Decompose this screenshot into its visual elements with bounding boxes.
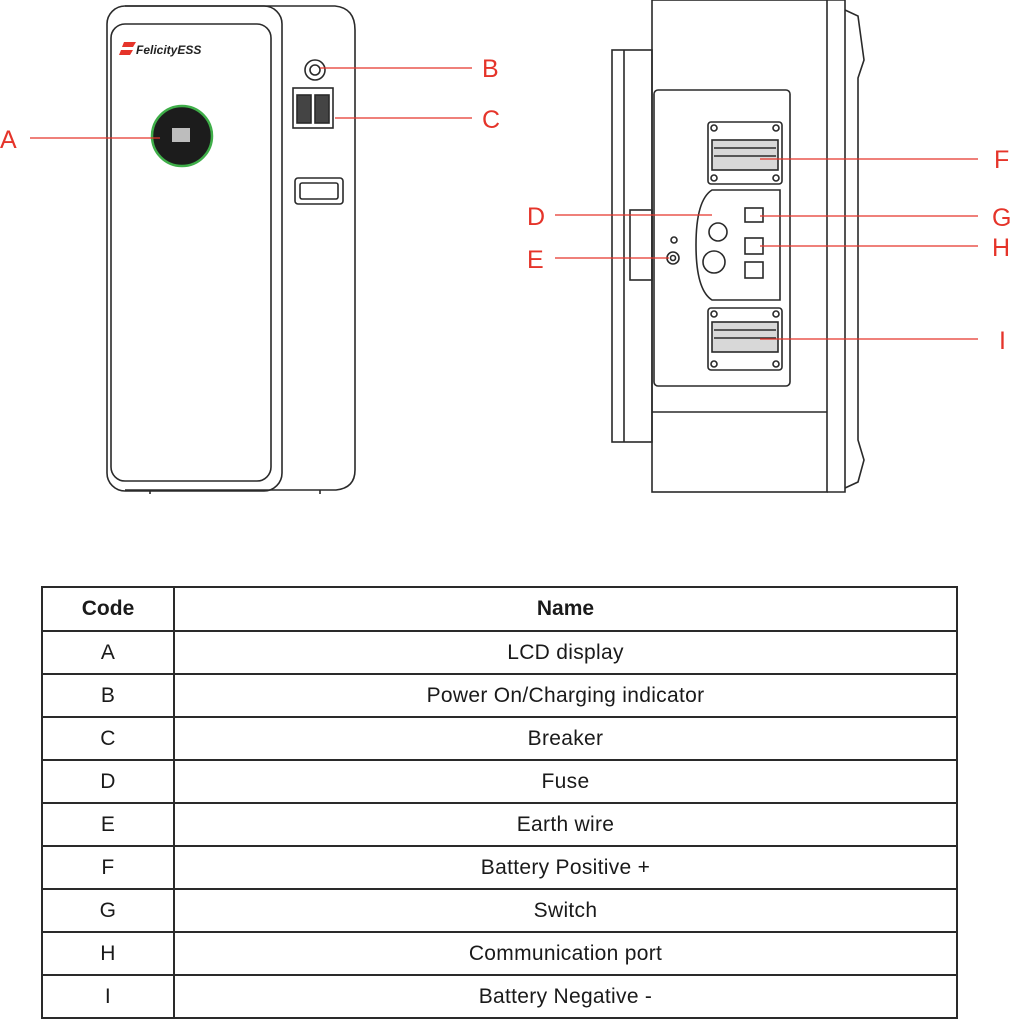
terminal-screw — [772, 310, 780, 318]
terminal-screw — [772, 124, 780, 132]
code-cell: A — [41, 630, 175, 675]
callout-b: B — [482, 55, 499, 83]
terminal-screw — [710, 360, 718, 368]
battery-front-inner — [110, 23, 272, 482]
breaker-switch-2 — [314, 94, 330, 124]
table-row: H Communication port — [41, 931, 958, 976]
terminal-screw — [772, 360, 780, 368]
terminal-screw — [710, 310, 718, 318]
table-row: E Earth wire — [41, 802, 958, 847]
terminal-screw — [710, 174, 718, 182]
carry-handle-inner — [299, 182, 339, 200]
callout-c: C — [482, 106, 500, 134]
column-header-name: Name — [173, 586, 958, 632]
table-header-row: Code Name — [41, 586, 958, 632]
name-cell: Power On/Charging indicator — [173, 673, 958, 718]
terminal-screw — [772, 174, 780, 182]
front-view — [106, 5, 356, 494]
carry-handle — [294, 177, 344, 205]
positive-terminal — [707, 121, 783, 185]
battery-front-panel — [106, 5, 283, 492]
code-cell: H — [41, 931, 175, 976]
product-diagram: FelicityESS — [0, 0, 1011, 494]
port-recess — [653, 89, 791, 387]
name-cell: Switch — [173, 888, 958, 933]
name-cell: Communication port — [173, 931, 958, 976]
name-cell: Battery Positive + — [173, 845, 958, 890]
callout-g: G — [992, 204, 1011, 232]
battery-side-outline — [125, 5, 356, 491]
logo-swoosh-icon — [119, 42, 136, 55]
breaker-switch-1 — [296, 94, 312, 124]
terminal-screw — [710, 124, 718, 132]
name-cell: Fuse — [173, 759, 958, 804]
lcd-digits — [172, 128, 190, 142]
callout-a: A — [0, 126, 17, 154]
name-cell: Battery Negative - — [173, 974, 958, 1019]
warning-icon — [702, 250, 726, 274]
callout-d: D — [527, 203, 545, 231]
code-cell: F — [41, 845, 175, 890]
table-row: F Battery Positive + — [41, 845, 958, 890]
side-back-rim — [844, 9, 865, 489]
callout-i: I — [999, 327, 1006, 355]
breaker-housing — [292, 87, 334, 129]
code-cell: G — [41, 888, 175, 933]
control-plate — [695, 189, 781, 301]
name-cell: Breaker — [173, 716, 958, 761]
code-cell: E — [41, 802, 175, 847]
table-row: C Breaker — [41, 716, 958, 761]
code-cell: D — [41, 759, 175, 804]
callout-f: F — [994, 146, 1009, 174]
power-indicator-inner — [309, 64, 321, 76]
brand-logo: FelicityESS — [119, 42, 201, 57]
name-cell: LCD display — [173, 630, 958, 675]
negative-terminal-body — [711, 321, 779, 353]
table-row: D Fuse — [41, 759, 958, 804]
code-cell: C — [41, 716, 175, 761]
column-header-code: Code — [41, 586, 175, 632]
code-cell: I — [41, 974, 175, 1019]
fuse-holder — [708, 222, 728, 242]
positive-terminal-body — [711, 139, 779, 171]
earth-symbol-icon — [670, 236, 678, 244]
callout-labels: A B C D E F G H I — [0, 55, 1011, 355]
comm-port-2 — [744, 261, 764, 279]
code-cell: B — [41, 673, 175, 718]
table-row: I Battery Negative - — [41, 974, 958, 1019]
switch-port — [744, 207, 764, 223]
brand-name: FelicityESS — [136, 43, 201, 57]
parts-table: Code Name A LCD display B Power On/Charg… — [41, 586, 958, 1019]
callout-h: H — [992, 234, 1010, 262]
table-row: G Switch — [41, 888, 958, 933]
leader-lines — [30, 67, 978, 340]
wall-bracket — [611, 49, 653, 443]
earth-screw-inner — [669, 254, 677, 262]
bracket-tab — [629, 209, 653, 281]
callout-e: E — [527, 246, 544, 274]
table-row: A LCD display — [41, 630, 958, 675]
power-indicator — [304, 59, 326, 81]
table-row: B Power On/Charging indicator — [41, 673, 958, 718]
side-view — [611, 0, 865, 493]
name-cell: Earth wire — [173, 802, 958, 847]
